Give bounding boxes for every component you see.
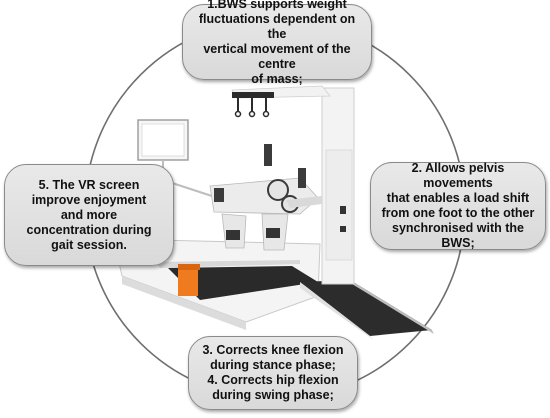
callout-pelvis-line-1: 2. Allows pelvis movements xyxy=(411,161,505,190)
treadmill xyxy=(117,239,321,330)
callout-pelvis-line-4: synchronised with the BWS; xyxy=(392,221,524,250)
callout-pelvis-line-2: that enables a load shift xyxy=(386,191,530,205)
overhead-arm xyxy=(231,85,331,118)
ramp xyxy=(300,280,434,340)
callout-hip-line-2: during swing phase; xyxy=(212,388,334,402)
callout-knee-line-2: during stance phase; xyxy=(210,358,336,372)
callout-vr-line-5: gait session. xyxy=(51,237,127,252)
orange-lift-block xyxy=(178,264,200,296)
exoskeleton xyxy=(209,144,322,251)
callout-bws-line-2: fluctuations dependent on the xyxy=(198,12,356,41)
callout-knee-line-1: 3. Corrects knee flexion xyxy=(202,343,344,357)
callout-bws-line-1: 1.BWS supports weight xyxy=(207,0,347,11)
callout-bws-line-3: vertical movement of the centre xyxy=(203,42,351,71)
callout-bws-line-4: of mass; xyxy=(251,72,303,86)
vertical-column xyxy=(321,87,355,285)
callout-vr-line-3: and more xyxy=(60,207,118,222)
callout-vr-line-1: 5. The VR screen xyxy=(38,177,140,192)
callout-vr-line-2: improve enjoyment xyxy=(31,192,147,207)
callout-knee-hip-flexion: 3. Corrects knee flexion during stance p… xyxy=(188,336,358,410)
vr-screen xyxy=(137,119,219,199)
callout-pelvis-line-3: from one foot to the other xyxy=(381,206,535,220)
callout-pelvis-movements: 2. Allows pelvis movements that enables … xyxy=(370,161,546,250)
callout-bws-support: 1.BWS supports weight fluctuations depen… xyxy=(182,0,372,86)
callout-vr-line-4: concentration during xyxy=(26,222,152,237)
callout-hip-line-1: 4. Corrects hip flexion xyxy=(207,373,339,387)
callout-vr-screen: 5. The VR screen improve enjoyment and m… xyxy=(4,164,174,266)
